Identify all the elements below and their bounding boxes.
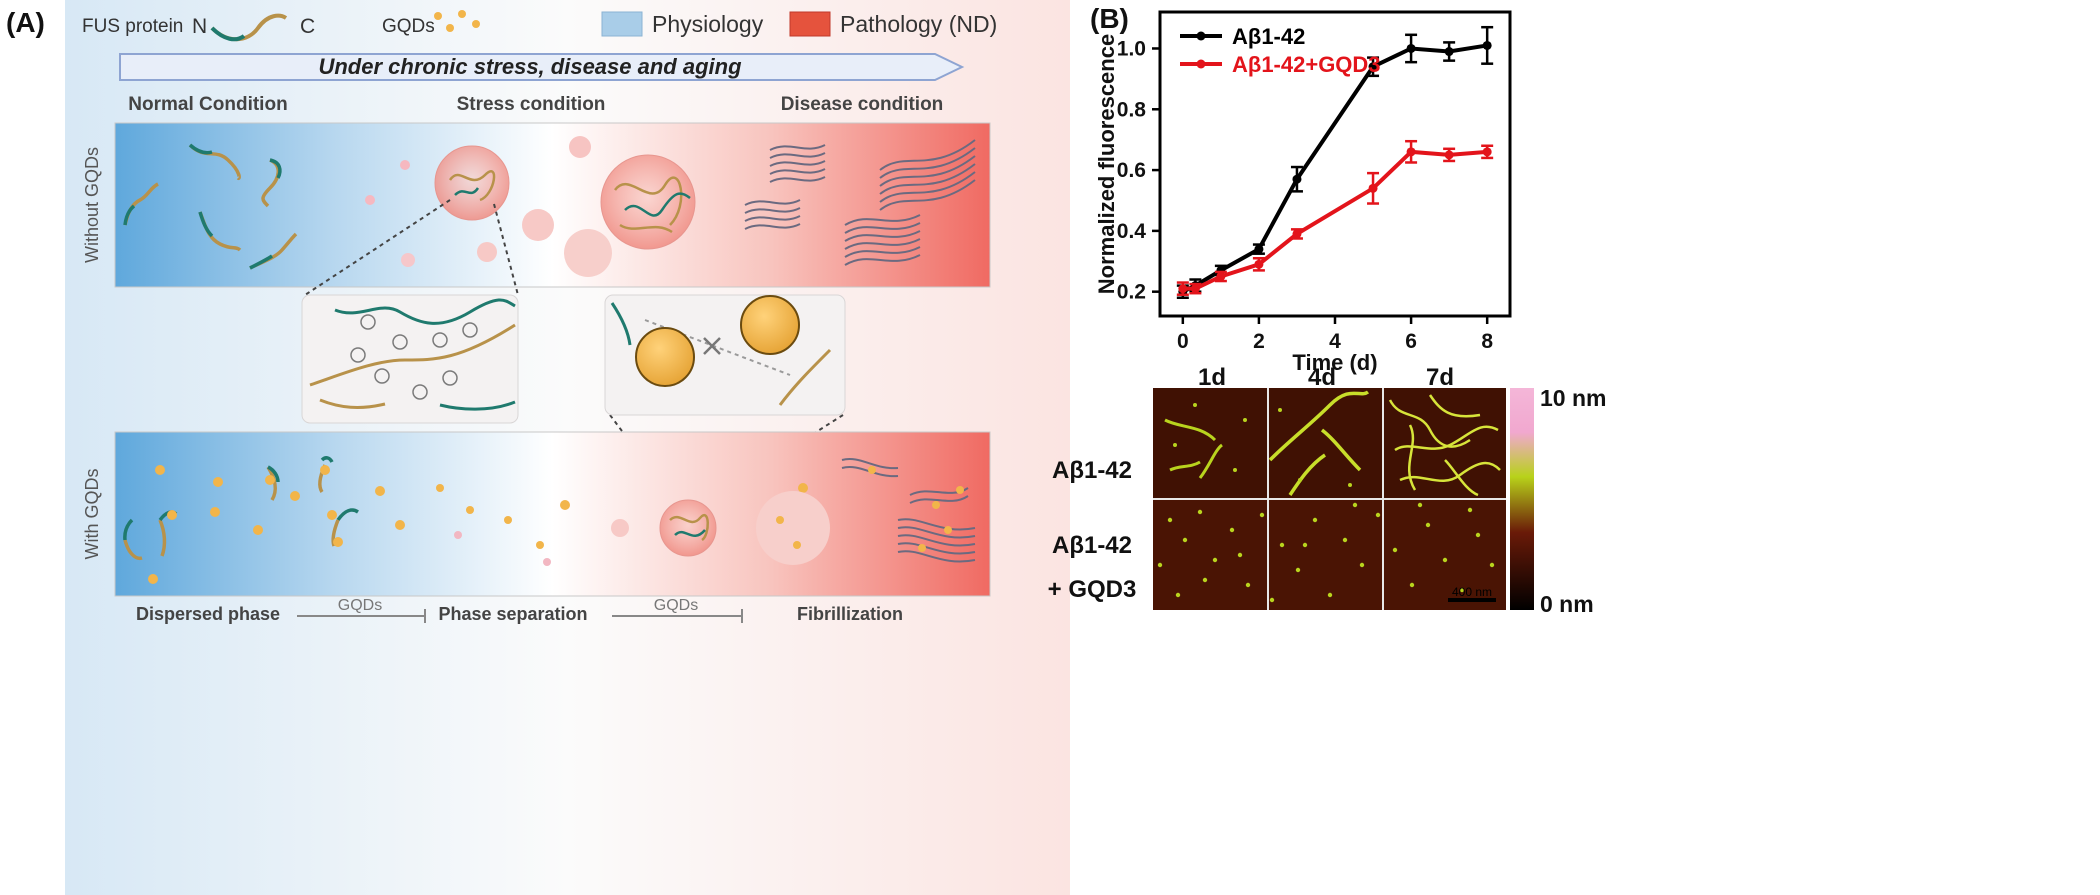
row-label-with-gqds: With GQDs [82,468,102,559]
inhibitor-label-1: GQDs [338,597,382,614]
series-line-0 [1183,45,1487,291]
phase-dispersed: Dispersed phase [136,604,280,624]
legend-pathology-label: Pathology (ND) [840,11,997,37]
series-0-point-4 [1292,175,1301,184]
series-1-point-7 [1445,150,1454,159]
afm-colorbar-min: 0 nm [1540,591,1594,617]
series-1-point-5 [1369,184,1378,193]
row-with-gqds [115,432,990,596]
panel-b-label: (B) [1090,3,1129,34]
y-tick-label-4: 1.0 [1117,37,1146,60]
condition-normal: Normal Condition [128,94,287,115]
x-tick-label-4: 8 [1481,330,1493,353]
y-tick-label-2: 0.6 [1117,159,1146,182]
legend-marker-0 [1197,32,1206,41]
phase-separation: Phase separation [438,604,587,624]
stress-banner-text: Under chronic stress, disease and aging [318,54,742,79]
afm-scalebar-label: 400 nm [1452,585,1492,599]
gqd-particle-large-1 [636,328,694,386]
series-1-point-0 [1178,284,1187,293]
legend-n-label: N [192,15,207,38]
afm-col-1d: 1d [1198,364,1226,391]
gqd-particle-large-2 [741,296,799,354]
series-1-point-6 [1407,147,1416,156]
afm-row-abeta-gqd-line2: + GQD3 [1048,576,1137,603]
y-axis-label: Normalized fluorescence [1094,34,1119,294]
afm-colorbar [1510,388,1534,610]
legend-label-0: Aβ1-42 [1232,24,1305,49]
series-1-point-3 [1254,260,1263,269]
row-label-without-gqds: Without GQDs [82,147,102,263]
x-tick-label-3: 6 [1405,330,1417,353]
afm-col-7d: 7d [1426,364,1454,391]
legend-physiology-swatch [602,12,642,36]
panel-a: (A) FUS protein N C GQDs Physiology Path… [6,0,1070,895]
phase-fibrillization: Fibrillization [797,604,903,624]
condition-stress: Stress condition [457,94,606,115]
legend-marker-1 [1197,60,1206,69]
series-0-point-8 [1483,41,1492,50]
series-1-point-2 [1216,272,1225,281]
y-tick-label-3: 0.8 [1117,98,1147,121]
inhibitor-label-2: GQDs [654,597,698,614]
legend-label-1: Aβ1-42+GQD3 [1232,52,1381,77]
y-tick-label-1: 0.4 [1117,220,1147,243]
afm-row-abeta: Aβ1-42 [1052,457,1132,484]
series-0-point-3 [1254,245,1263,254]
afm-row-abeta-gqd-line1: Aβ1-42 [1052,532,1132,559]
x-tick-label-1: 2 [1253,330,1265,353]
afm-col-4d: 4d [1308,364,1336,391]
afm-colorbar-max: 10 nm [1540,385,1606,411]
y-tick-label-0: 0.2 [1117,281,1146,304]
series-1-point-1 [1191,284,1200,293]
series-1-point-4 [1292,229,1301,238]
x-tick-label-0: 0 [1177,330,1189,353]
legend-gqd-label: GQDs [382,16,435,37]
legend-pathology-swatch [790,12,830,36]
legend-c-label: C [300,15,315,38]
condition-disease: Disease condition [781,94,944,115]
series-1-point-8 [1483,147,1492,156]
row-without-gqds [115,123,990,287]
legend-physiology-label: Physiology [652,11,764,37]
afm-image-grid: 400 nm [1153,388,1506,610]
legend-fus-label: FUS protein [82,16,183,37]
series-0-point-7 [1445,47,1454,56]
series-0-point-6 [1407,44,1416,53]
panel-a-label: (A) [6,7,45,38]
